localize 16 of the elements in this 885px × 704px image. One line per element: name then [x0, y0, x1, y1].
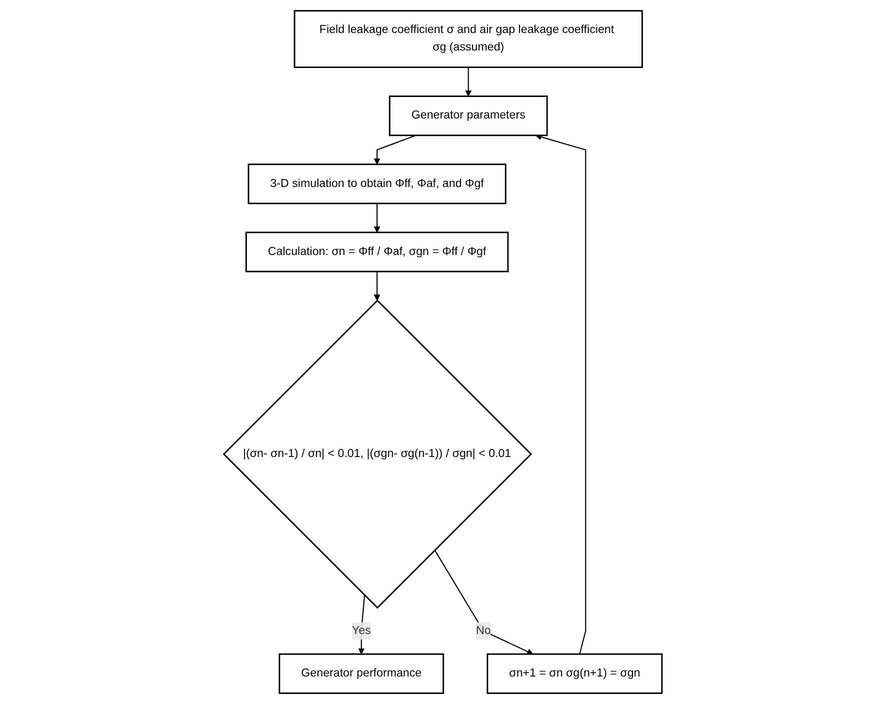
arrow: [374, 203, 380, 233]
arrow: [374, 272, 380, 301]
node-box: σn+1 = σn σg(n+1) = σgn: [486, 653, 662, 694]
node-diamond: |(σn- σn-1) / σn| < 0.01, |(σgn- σg(n-1)) / σgn| < 0.01: [222, 299, 532, 609]
arrow: [358, 595, 365, 654]
arrow: [434, 550, 533, 655]
arrow: [374, 134, 416, 165]
edge-label: No: [476, 624, 490, 637]
node-box: Generator performance: [278, 653, 444, 694]
edge-label: Yes: [352, 624, 370, 637]
arrow: [535, 134, 586, 654]
node-box: Generator parameters: [388, 96, 548, 136]
node-box: Calculation: σn = Φff / Φaf, σgn = Φff / Φgf: [245, 232, 508, 272]
arrow: [464, 67, 472, 97]
node-box: 3-D simulation to obtain Φff, Φaf, and Φgf: [247, 164, 506, 204]
node-box: Field leakage coefficient σ and air gap leakage coefficient σg (assumed): [293, 10, 643, 68]
